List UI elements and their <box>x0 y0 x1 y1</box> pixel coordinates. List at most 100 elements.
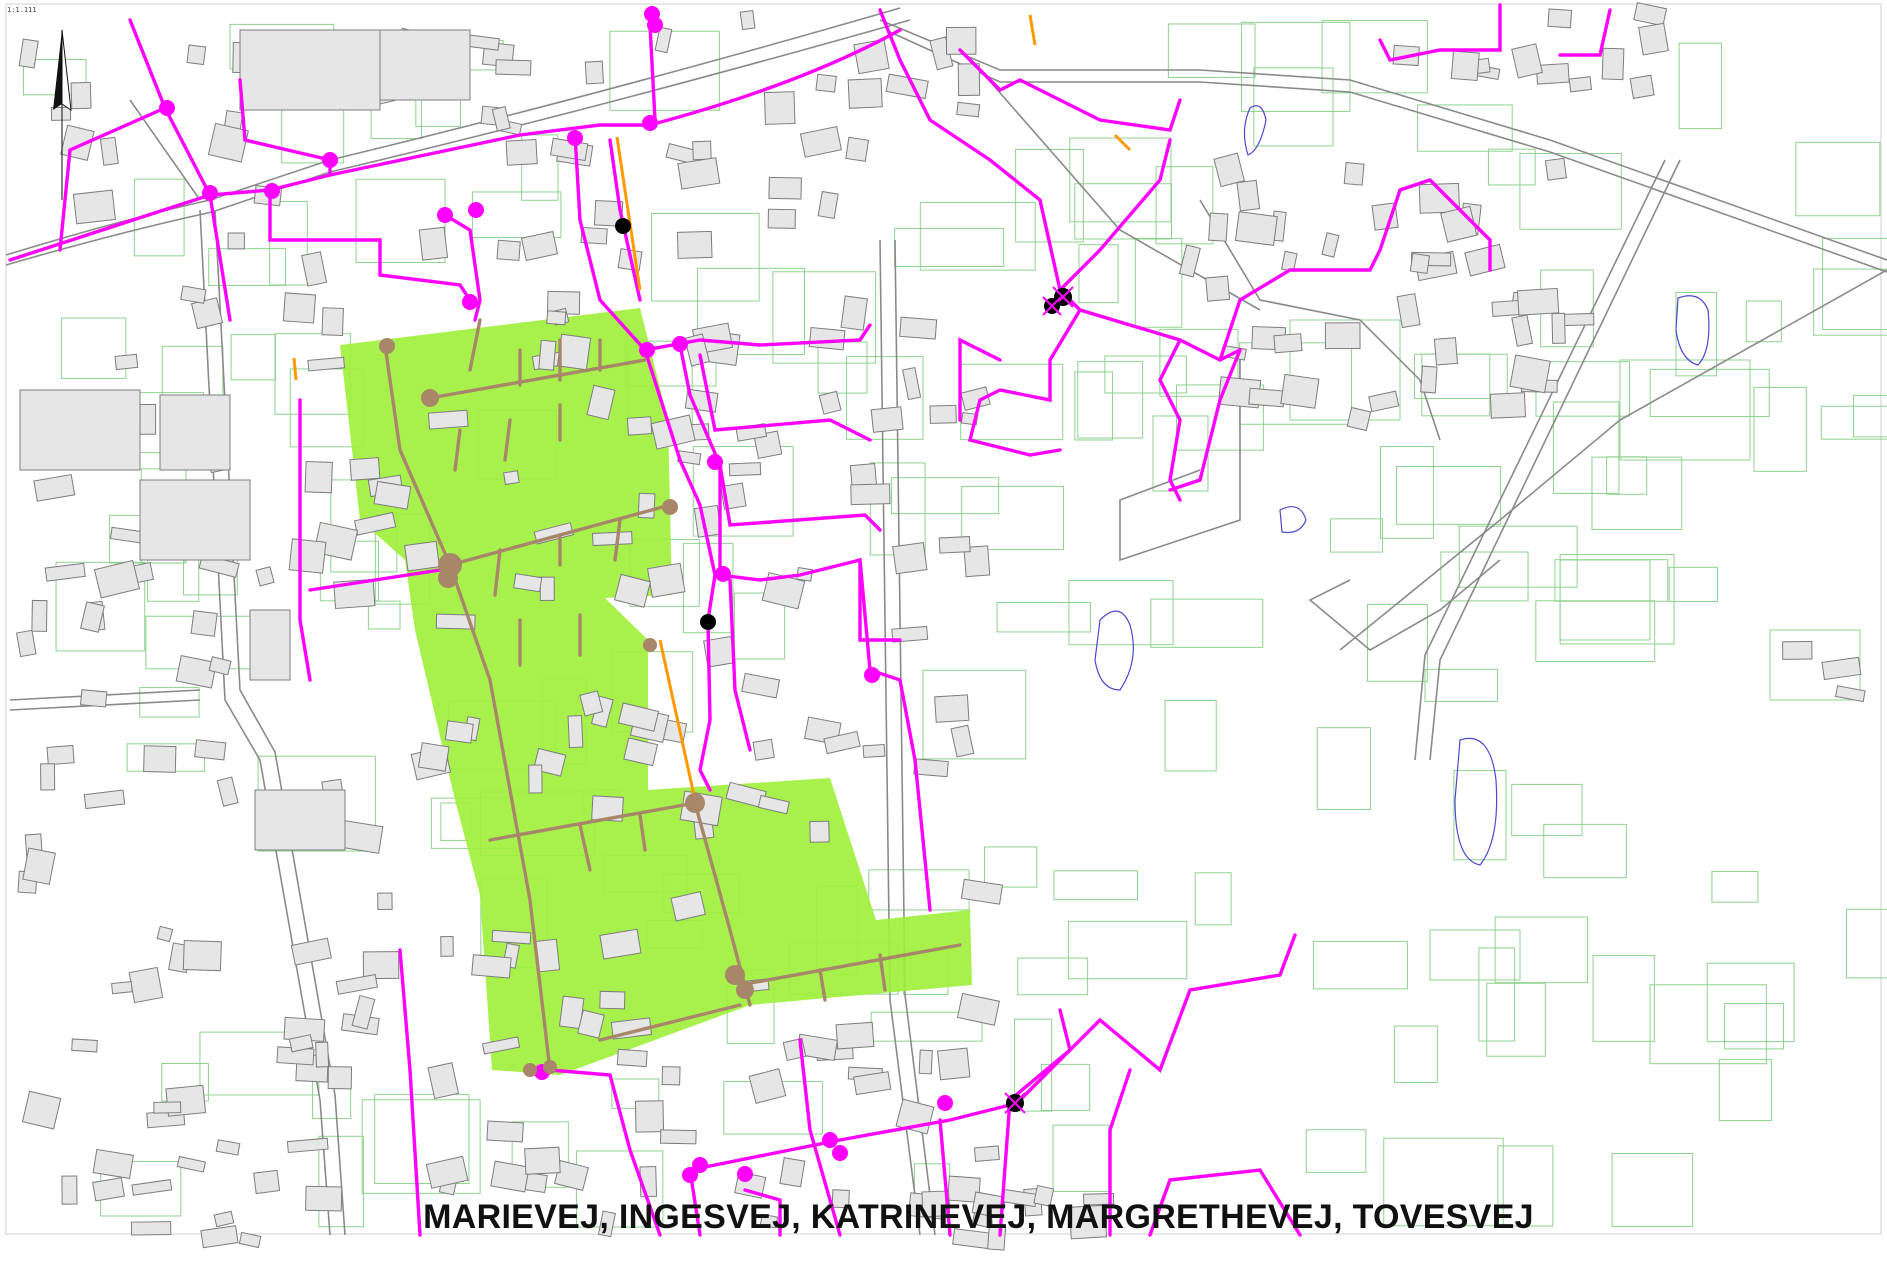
building <box>61 1175 78 1205</box>
building <box>50 106 72 121</box>
building <box>255 566 275 587</box>
parcel-outline <box>374 1093 470 1185</box>
building <box>72 189 116 225</box>
building <box>216 776 239 807</box>
building <box>1509 354 1551 394</box>
manhole-node <box>462 294 478 310</box>
building <box>15 629 37 658</box>
building <box>190 610 218 637</box>
parcel-outline <box>1487 148 1536 186</box>
building <box>1208 212 1229 242</box>
building <box>194 739 227 761</box>
building <box>757 794 790 815</box>
parcel-outline <box>367 600 401 630</box>
building <box>808 326 846 351</box>
building <box>471 954 512 979</box>
building <box>373 480 412 510</box>
building <box>599 990 626 1010</box>
building <box>584 60 605 85</box>
parcel-outline <box>1852 394 1887 438</box>
building <box>304 460 333 494</box>
large-building <box>254 789 346 851</box>
building <box>496 239 521 261</box>
large-building <box>249 609 291 681</box>
building <box>1418 182 1461 214</box>
building <box>80 601 105 633</box>
parcel-outline <box>1745 300 1782 343</box>
building <box>1511 43 1543 79</box>
building <box>567 714 584 749</box>
manhole-node <box>322 152 338 168</box>
building <box>1234 211 1278 246</box>
building <box>143 745 177 773</box>
parcel-outline <box>1718 1059 1772 1122</box>
building <box>613 573 652 608</box>
parcel-outline <box>1440 551 1529 602</box>
building <box>973 1145 1000 1162</box>
building <box>286 1137 329 1154</box>
building <box>1409 252 1431 275</box>
building <box>1280 373 1320 409</box>
building <box>899 316 938 340</box>
parcel-outline <box>1067 920 1188 980</box>
parcel-outline <box>1150 598 1264 648</box>
building <box>130 1221 172 1236</box>
building <box>1033 1184 1055 1207</box>
building <box>1343 162 1365 186</box>
building <box>1324 322 1361 350</box>
building <box>176 1155 207 1173</box>
building <box>327 1066 353 1090</box>
building <box>815 73 837 93</box>
building <box>440 935 454 957</box>
orange-pipe-segments <box>292 14 1132 801</box>
building <box>538 339 557 371</box>
parcel-outline <box>922 669 1027 760</box>
building <box>99 136 119 166</box>
building <box>92 1177 125 1202</box>
parcel-outline <box>890 477 1000 515</box>
building <box>823 730 861 755</box>
parcel-outline <box>846 356 924 440</box>
field-outline <box>1559 559 1651 641</box>
parcel-outline <box>1511 783 1583 837</box>
building <box>301 251 328 287</box>
manhole-node <box>639 342 655 358</box>
parcel-outline <box>1519 153 1622 230</box>
parcel-outline <box>60 317 127 379</box>
building <box>128 966 164 1004</box>
parcel-outline <box>651 212 760 302</box>
manhole-node <box>567 130 583 146</box>
building-footprints <box>15 2 1866 1251</box>
building <box>956 101 981 118</box>
building <box>1396 293 1421 329</box>
building <box>577 1009 605 1039</box>
parcel-outline <box>733 592 786 660</box>
building <box>33 474 76 502</box>
building <box>208 656 232 676</box>
building <box>546 310 567 326</box>
parcel-outline <box>1552 401 1620 494</box>
building <box>817 190 839 219</box>
parcel-outline <box>269 201 308 286</box>
parcel-outline <box>1668 566 1719 603</box>
planned-manhole-node <box>379 338 395 354</box>
parcel-outline <box>697 267 806 355</box>
parcel-outline <box>1845 908 1887 979</box>
parcel-outline <box>1041 1063 1091 1111</box>
building <box>752 738 775 761</box>
building <box>1068 1204 1108 1240</box>
building <box>1511 314 1534 347</box>
parcel-outline <box>1366 603 1428 682</box>
building <box>586 384 616 421</box>
building <box>491 105 511 132</box>
building <box>597 1210 616 1238</box>
parcel-outline <box>1379 446 1434 539</box>
building <box>18 38 39 69</box>
building <box>505 138 538 166</box>
building <box>131 1179 173 1196</box>
building <box>1248 387 1286 408</box>
building <box>891 625 929 643</box>
parcel-outline <box>1313 940 1408 990</box>
building <box>513 573 543 593</box>
building <box>290 937 332 966</box>
